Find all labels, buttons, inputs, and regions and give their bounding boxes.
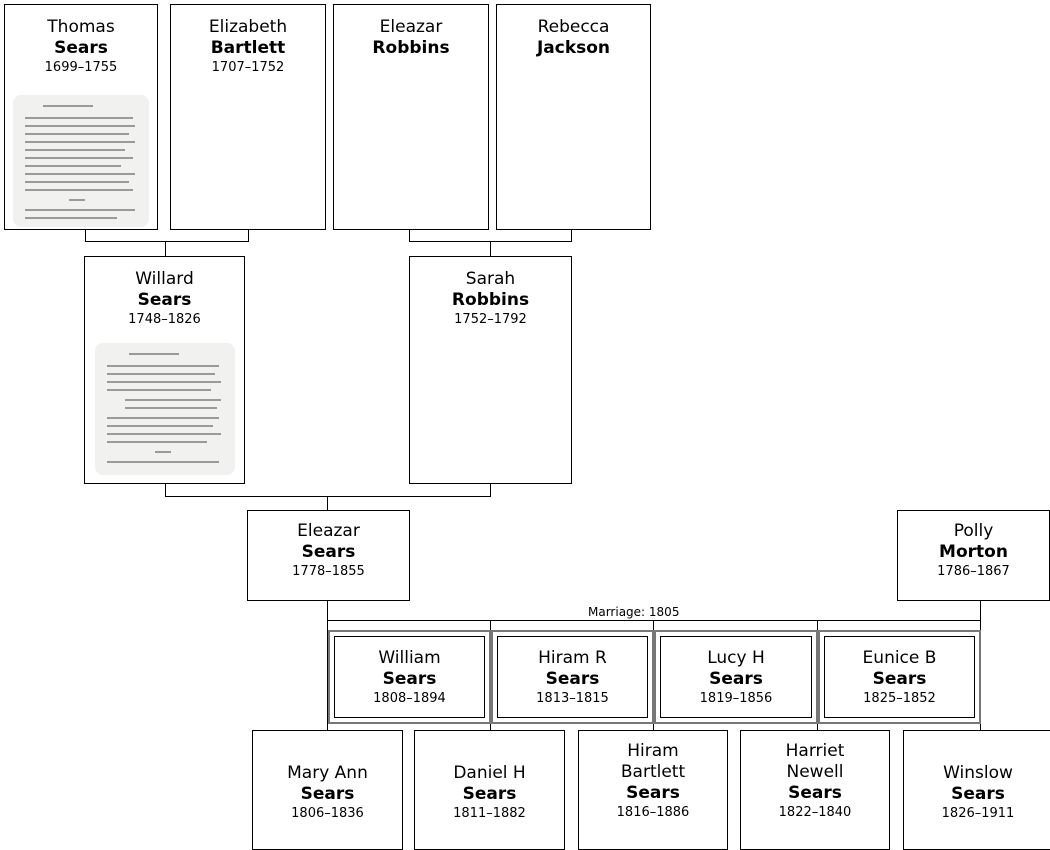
person-middle-name: Newell [786,762,844,782]
person-first-name: Polly [953,521,994,541]
person-years: 1752–1792 [454,312,527,327]
person-first-name: Elizabeth [208,17,288,37]
person-box-polly-morton[interactable]: Polly Morton 1786–1867 [897,510,1050,601]
connector-line [165,484,166,496]
person-years: 1778–1855 [292,564,365,579]
connector-line [490,484,491,496]
person-first-name: Mary Ann [287,763,368,783]
child-box[interactable]: Daniel H Sears 1811–1882 [414,730,565,850]
person-first-name: Sarah [465,269,516,289]
connector-line [327,620,981,621]
person-box-rebecca-jackson[interactable]: Rebecca Jackson [496,4,651,230]
person-years: 1822–1840 [778,805,852,820]
person-last-name: Sears [137,290,192,310]
person-first-name: Hiram [627,741,679,761]
connector-line [165,496,491,497]
person-years: 1825–1852 [863,691,936,706]
person-first-name: Eleazar [297,521,360,541]
person-first-name: Rebecca [537,17,610,37]
person-first-name: Winslow [943,763,1013,783]
person-box-thomas-sears[interactable]: Thomas Sears 1699–1755 [4,4,158,230]
connector-line [409,230,410,241]
connector-line [327,620,328,730]
person-years: 1786–1867 [937,564,1010,579]
person-years: 1816–1886 [616,805,690,820]
marriage-label: Marriage: 1805 [588,605,680,619]
person-box-willard-sears[interactable]: Willard Sears 1748–1826 [84,256,245,484]
person-years: 1813–1815 [536,691,609,706]
document-thumbnail[interactable] [95,343,235,475]
person-last-name: Sears [54,38,108,58]
person-last-name: Morton [939,542,1008,562]
child-box[interactable]: Hiram Bartlett Sears 1816–1886 [578,730,728,850]
connector-line [327,601,328,621]
person-box-eleazar-robbins[interactable]: Eleazar Robbins [333,4,489,230]
person-first-name: Eunice B [862,648,937,668]
person-last-name: Sears [709,669,763,689]
person-box-elizabeth-bartlett[interactable]: Elizabeth Bartlett 1707–1752 [170,4,326,230]
person-last-name: Sears [301,542,356,562]
child-box[interactable]: Winslow Sears 1826–1911 [903,730,1050,850]
person-first-name: Lucy H [707,648,765,668]
person-last-name: Sears [872,669,927,689]
person-years: 1699–1755 [44,60,118,75]
person-last-name: Bartlett [210,38,286,58]
child-box[interactable]: Eunice B Sears 1825–1852 [818,630,981,724]
person-first-name: Thomas [47,17,115,37]
person-first-name: Willard [135,269,194,289]
person-first-name: Harriet [785,741,845,761]
person-years: 1819–1856 [699,691,773,706]
person-first-name: Daniel H [453,763,526,783]
connector-line [327,496,328,510]
connector-line [490,241,491,256]
person-years: 1826–1911 [941,806,1015,821]
document-thumbnail[interactable] [13,95,149,227]
person-last-name: Sears [382,669,437,689]
person-middle-name: Bartlett [620,762,686,782]
child-box[interactable]: Harriet Newell Sears 1822–1840 [740,730,890,850]
person-years: 1811–1882 [453,806,526,821]
person-first-name: Hiram R [538,648,607,668]
person-box-eleazar-sears[interactable]: Eleazar Sears 1778–1855 [247,510,410,601]
person-years: 1707–1752 [211,60,285,75]
person-first-name: William [378,648,441,668]
person-last-name: Jackson [536,38,611,58]
child-box[interactable]: Lucy H Sears 1819–1856 [654,630,818,724]
connector-line [85,230,86,241]
child-box[interactable]: Hiram R Sears 1813–1815 [491,630,654,724]
person-last-name: Sears [626,783,680,803]
connector-line [980,601,981,621]
child-box-frame: Hiram R Sears 1813–1815 [497,636,648,718]
connector-line [165,241,166,256]
person-last-name: Sears [545,669,600,689]
child-box[interactable]: Mary Ann Sears 1806–1836 [252,730,403,850]
person-years: 1806–1836 [291,806,364,821]
person-last-name: Sears [951,784,1005,804]
person-last-name: Sears [300,784,355,804]
connector-line [85,241,249,242]
connector-line [571,230,572,241]
person-first-name: Eleazar [379,17,443,37]
person-box-sarah-robbins[interactable]: Sarah Robbins 1752–1792 [409,256,572,484]
person-last-name: Robbins [372,38,450,58]
person-last-name: Sears [788,783,842,803]
person-years: 1748–1826 [128,312,201,327]
person-years: 1808–1894 [373,691,446,706]
child-box-frame: Lucy H Sears 1819–1856 [660,636,812,718]
connector-line [248,230,249,241]
child-box-frame: Eunice B Sears 1825–1852 [824,636,975,718]
child-box[interactable]: William Sears 1808–1894 [328,630,491,724]
person-last-name: Sears [462,784,517,804]
child-box-frame: William Sears 1808–1894 [334,636,485,718]
person-last-name: Robbins [451,290,530,310]
